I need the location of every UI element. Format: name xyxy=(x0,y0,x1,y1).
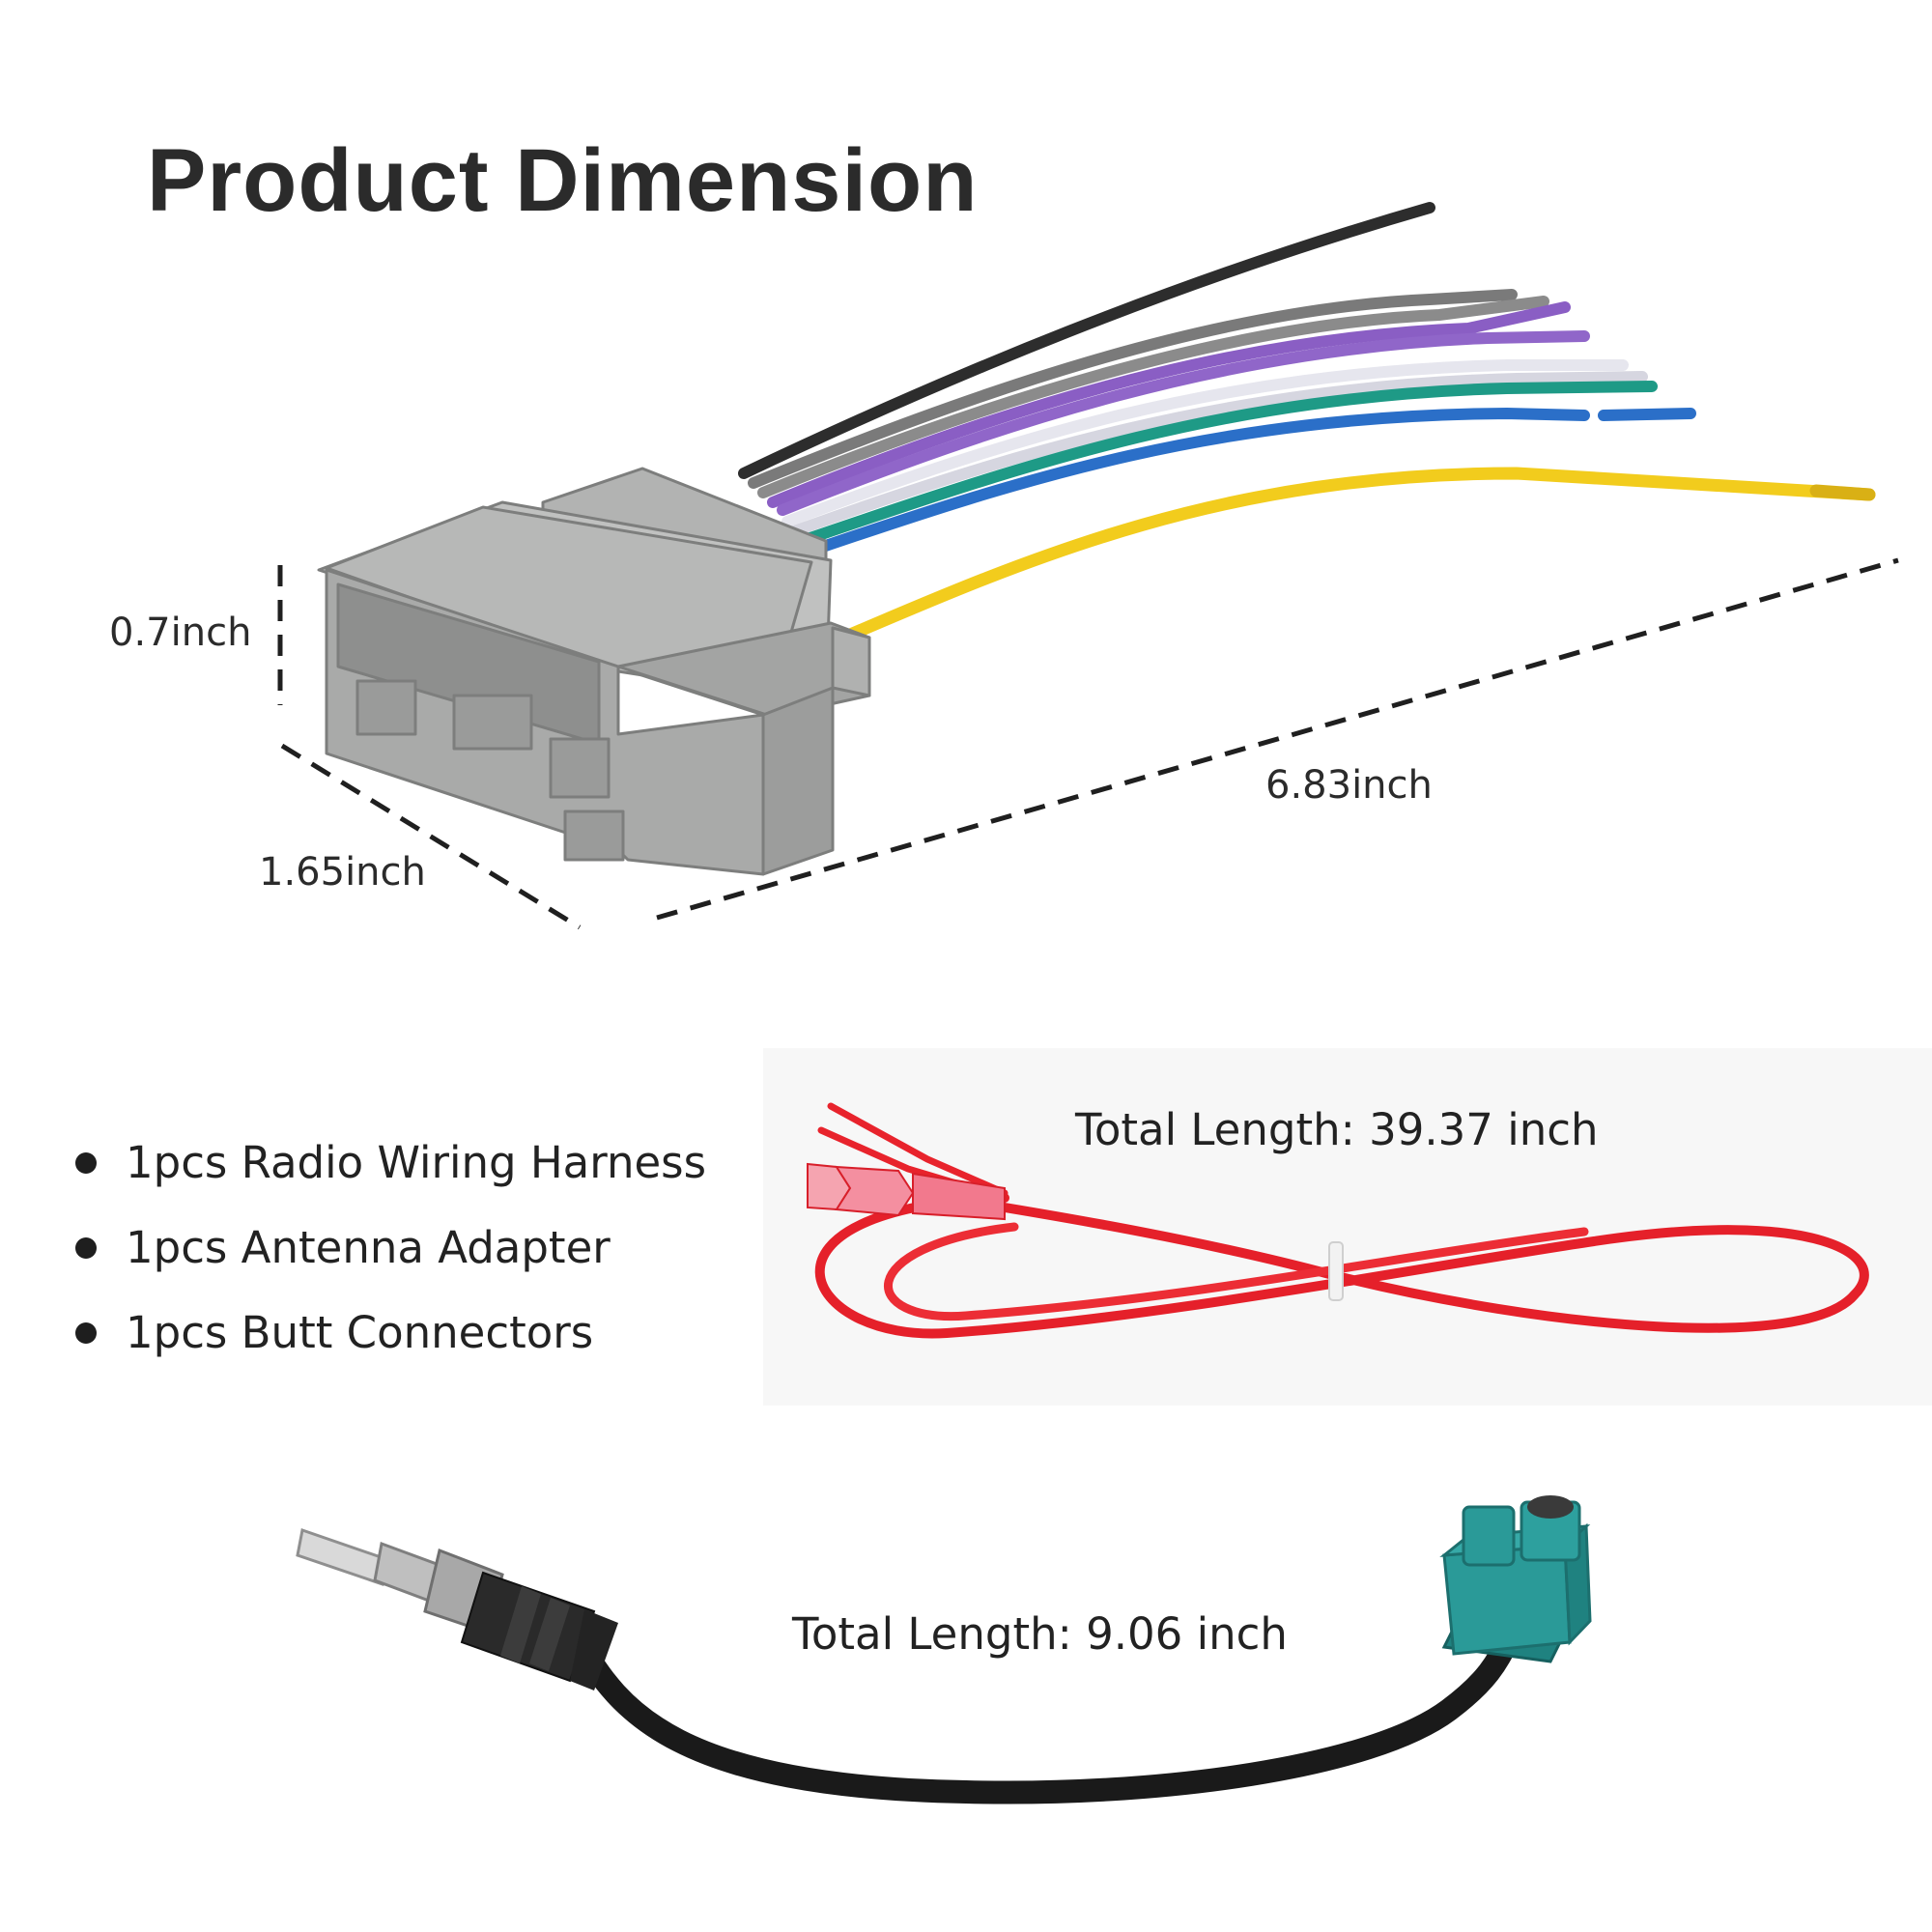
red-wire-length-label: Total Length: 39.37 inch xyxy=(1075,1104,1599,1155)
antenna-length-label: Total Length: 9.06 inch xyxy=(792,1608,1288,1660)
list-item: 1pcs Radio Wiring Harness xyxy=(75,1138,706,1223)
butt-connector xyxy=(807,1162,1006,1221)
list-item: 1pcs Butt Connectors xyxy=(75,1308,706,1393)
harness-wires xyxy=(738,202,1876,654)
list-item: 1pcs Antenna Adapter xyxy=(75,1223,706,1308)
package-contents-list: 1pcs Radio Wiring Harness 1pcs Antenna A… xyxy=(75,1138,706,1393)
width-dimension-label: 1.65inch xyxy=(259,850,426,895)
length-dimension-label: 6.83inch xyxy=(1265,763,1433,808)
antenna-adapter xyxy=(296,1495,1592,1804)
harness-connector xyxy=(317,467,871,876)
page-title: Product Dimension xyxy=(147,131,979,230)
height-dimension-label: 0.7inch xyxy=(109,611,252,655)
red-wire xyxy=(814,1102,1869,1339)
cable-tie xyxy=(1328,1241,1344,1301)
dimension-lines xyxy=(277,557,1899,930)
